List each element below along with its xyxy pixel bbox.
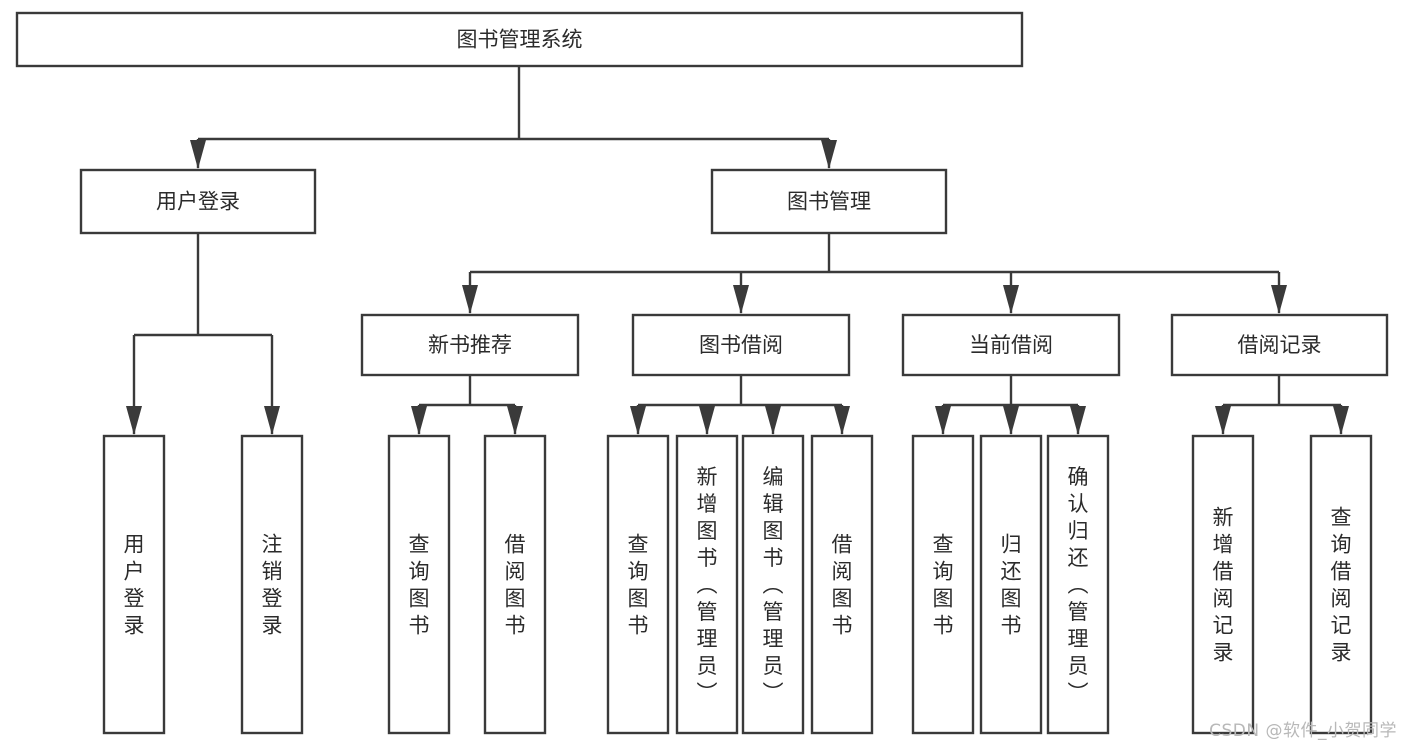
node-leaf-borrow-add[interactable]: 新增图书︵管理员︶ xyxy=(675,434,739,735)
csdn-watermark: CSDN @软件_小贺同学 xyxy=(1209,721,1397,741)
node-box[interactable] xyxy=(1191,434,1255,735)
arrow-head-icon xyxy=(699,406,715,435)
connector-group xyxy=(1215,375,1349,435)
connector-group xyxy=(462,233,1287,314)
node-box[interactable] xyxy=(979,434,1043,735)
node-label: 新书推荐 xyxy=(428,333,512,357)
node-label: 借阅图书 xyxy=(505,533,526,638)
arrow-head-icon xyxy=(264,406,280,435)
arrow-head-icon xyxy=(1271,285,1287,314)
connector-group xyxy=(935,375,1086,435)
node-leaf-newbook-query[interactable]: 查询图书 xyxy=(387,434,451,735)
node-label: 图书管理系统 xyxy=(457,28,583,52)
node-label: 查询图书 xyxy=(933,533,954,638)
arrow-head-icon xyxy=(1003,285,1019,314)
connector-group xyxy=(126,233,280,435)
node-label: 查询图书 xyxy=(409,533,430,638)
connector-group xyxy=(630,375,850,435)
arrow-head-icon xyxy=(1003,406,1019,435)
node-label: 图书借阅 xyxy=(699,333,783,357)
node-label: 编辑图书︵管理员︶ xyxy=(763,465,784,705)
node-box[interactable] xyxy=(606,434,670,735)
node-leaf-current-confirm[interactable]: 确认归还︵管理员︶ xyxy=(1046,434,1110,735)
node-label: 新增借阅记录 xyxy=(1213,506,1234,665)
node-box[interactable] xyxy=(483,434,547,735)
node-leaf-user-logout[interactable]: 注销登录 xyxy=(240,434,304,735)
node-leaf-newbook-borrow[interactable]: 借阅图书 xyxy=(483,434,547,735)
arrow-head-icon xyxy=(1215,406,1231,435)
node-borrow[interactable]: 图书借阅 xyxy=(631,313,851,377)
arrow-head-icon xyxy=(630,406,646,435)
node-label: 查询借阅记录 xyxy=(1331,506,1352,665)
node-box[interactable] xyxy=(1046,434,1110,735)
node-box[interactable] xyxy=(79,168,317,235)
node-leaf-record-add[interactable]: 新增借阅记录 xyxy=(1191,434,1255,735)
node-leaf-borrow-edit[interactable]: 编辑图书︵管理员︶ xyxy=(741,434,805,735)
node-label: 用户登录 xyxy=(124,533,145,638)
node-box[interactable] xyxy=(710,168,948,235)
arrow-head-icon xyxy=(1333,406,1349,435)
node-current[interactable]: 当前借阅 xyxy=(901,313,1121,377)
arrow-head-icon xyxy=(190,140,206,169)
nodes-layer: 图书管理系统用户登录图书管理新书推荐图书借阅当前借阅借阅记录用户登录注销登录查询… xyxy=(15,11,1389,735)
node-label: 当前借阅 xyxy=(969,333,1053,357)
node-leaf-borrow-query[interactable]: 查询图书 xyxy=(606,434,670,735)
node-root[interactable]: 图书管理系统 xyxy=(15,11,1024,68)
connectors-layer xyxy=(126,66,1349,435)
arrow-head-icon xyxy=(733,285,749,314)
node-label: 新增图书︵管理员︶ xyxy=(697,465,718,705)
node-label: 查询图书 xyxy=(628,533,649,638)
node-box[interactable] xyxy=(631,313,851,377)
node-bookmgmt[interactable]: 图书管理 xyxy=(710,168,948,235)
connector-group xyxy=(411,375,523,435)
arrow-head-icon xyxy=(834,406,850,435)
node-label: 注销登录 xyxy=(262,533,283,638)
node-login[interactable]: 用户登录 xyxy=(79,168,317,235)
node-box[interactable] xyxy=(901,313,1121,377)
node-leaf-current-query[interactable]: 查询图书 xyxy=(911,434,975,735)
arrow-head-icon xyxy=(462,285,478,314)
node-newbook[interactable]: 新书推荐 xyxy=(360,313,580,377)
node-record[interactable]: 借阅记录 xyxy=(1170,313,1389,377)
node-box[interactable] xyxy=(1309,434,1373,735)
node-box[interactable] xyxy=(15,11,1024,68)
node-leaf-user-login[interactable]: 用户登录 xyxy=(102,434,166,735)
arrow-head-icon xyxy=(507,406,523,435)
node-box[interactable] xyxy=(387,434,451,735)
node-leaf-current-return[interactable]: 归还图书 xyxy=(979,434,1043,735)
node-leaf-record-query[interactable]: 查询借阅记录 xyxy=(1309,434,1373,735)
node-box[interactable] xyxy=(911,434,975,735)
arrow-head-icon xyxy=(126,406,142,435)
node-box[interactable] xyxy=(1170,313,1389,377)
node-label: 图书管理 xyxy=(787,190,871,214)
connector-group xyxy=(190,66,837,169)
arrow-head-icon xyxy=(821,140,837,169)
node-label: 归还图书 xyxy=(1001,533,1022,638)
node-label: 借阅图书 xyxy=(832,533,853,638)
node-leaf-borrow-lend[interactable]: 借阅图书 xyxy=(810,434,874,735)
arrow-head-icon xyxy=(1070,406,1086,435)
arrow-head-icon xyxy=(765,406,781,435)
node-label: 借阅记录 xyxy=(1238,333,1322,357)
arrow-head-icon xyxy=(935,406,951,435)
node-box[interactable] xyxy=(102,434,166,735)
node-label: 确认归还︵管理员︶ xyxy=(1068,465,1089,705)
node-box[interactable] xyxy=(240,434,304,735)
node-box[interactable] xyxy=(360,313,580,377)
node-box[interactable] xyxy=(675,434,739,735)
arrow-head-icon xyxy=(411,406,427,435)
node-box[interactable] xyxy=(741,434,805,735)
node-label: 用户登录 xyxy=(156,190,240,214)
node-box[interactable] xyxy=(810,434,874,735)
